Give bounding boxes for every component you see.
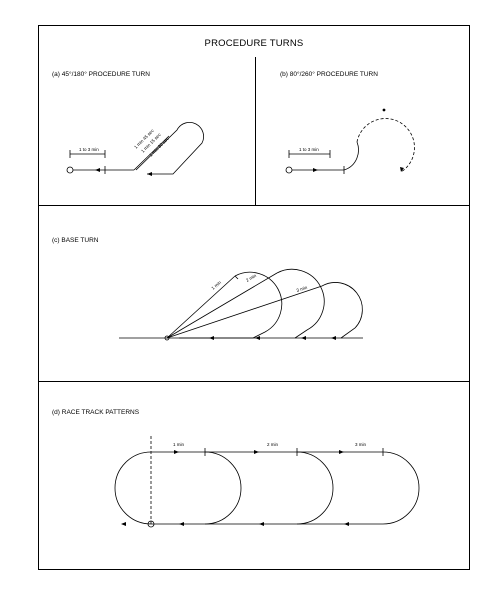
panel-b-drawing: 1 to 3 min (285, 108, 415, 174)
panel-a-drawing: 1 to 3 min 1 min 45 sec 1 min 15 sec 1 m… (66, 122, 204, 176)
panel-b-arc-dot (382, 108, 386, 112)
figure-title: PROCEDURE TURNS (204, 38, 304, 49)
procedure-turns-figure: PROCEDURE TURNS (a) 45°/180° PROCEDURE T… (38, 25, 470, 570)
panel-a-arrow-track (95, 168, 100, 172)
panel-b-turn-arc (356, 118, 415, 173)
panel-c-turn-3min (321, 282, 363, 339)
panel-a-annotation-1: 1 to 3 min (79, 147, 99, 152)
panel-d-drawing: 1 min 2 min 3 min (114, 436, 420, 528)
panel-c-arrow-1 (209, 336, 214, 340)
panel-c-drawing: 1 min 2 min 3 min (119, 268, 363, 341)
panel-c-leg-3min (166, 285, 323, 339)
panel-d-annotation-1: 1 min (173, 442, 185, 447)
panel-c-leg-1min (166, 275, 236, 339)
panel-d-arrow-inbound-3 (259, 522, 264, 526)
divider-vertical-top (255, 57, 256, 205)
panel-c-turn-1min (179, 271, 283, 339)
panel-a-outbound-line (133, 135, 170, 171)
divider-after-top-row (39, 205, 469, 206)
panel-d-track-3min (114, 451, 420, 525)
panel-d-label: (d) RACE TRACK PATTERNS (52, 409, 140, 416)
panel-c-arrow-4 (331, 336, 336, 340)
panel-c-turn-2min (276, 268, 325, 339)
panel-c-annotation-3: 3 min (296, 285, 308, 293)
divider-after-base-turn (39, 381, 469, 382)
panel-d-annotation-3: 3 min (355, 442, 367, 447)
panel-d-turn-2min (296, 451, 334, 525)
panel-d-arrow-inbound-2 (179, 522, 184, 526)
panel-b-label: (b) 80°/260° PROCEDURE TURN (280, 71, 378, 78)
panel-b-outbound-leg (343, 141, 359, 171)
panel-d-arrow-inbound-4 (344, 522, 349, 526)
panel-c-leg-2min (166, 272, 278, 339)
panel-d-facility-icon (147, 520, 155, 528)
panel-d-arrow-inbound-1 (121, 522, 126, 526)
panel-c-annotation-2: 2 min (245, 273, 257, 283)
panel-c-annotation-1: 1 min (210, 280, 222, 291)
panel-d-arrow-outbound-1 (174, 450, 179, 454)
panel-a-outbound-leg (135, 122, 204, 175)
panel-a-label: (a) 45°/180° PROCEDURE TURN (52, 71, 150, 78)
panel-c-arrow-3 (301, 336, 306, 340)
panel-c-facility-icon (164, 335, 170, 341)
panel-b-arrow-turn (400, 167, 404, 172)
panel-d-annotation-2: 2 min (267, 442, 279, 447)
panel-b-annotation-1: 1 to 3 min (299, 147, 319, 152)
panel-a-arrow-inbound (147, 172, 152, 176)
panel-b-arrow-track (313, 168, 318, 172)
panel-d-arrow-outbound-2 (254, 450, 259, 454)
panel-d-turn-1min (204, 451, 242, 525)
panel-d-arrow-outbound-3 (339, 450, 344, 454)
panel-c-label: (c) BASE TURN (52, 237, 99, 244)
panel-c-arrow-2 (255, 336, 260, 340)
